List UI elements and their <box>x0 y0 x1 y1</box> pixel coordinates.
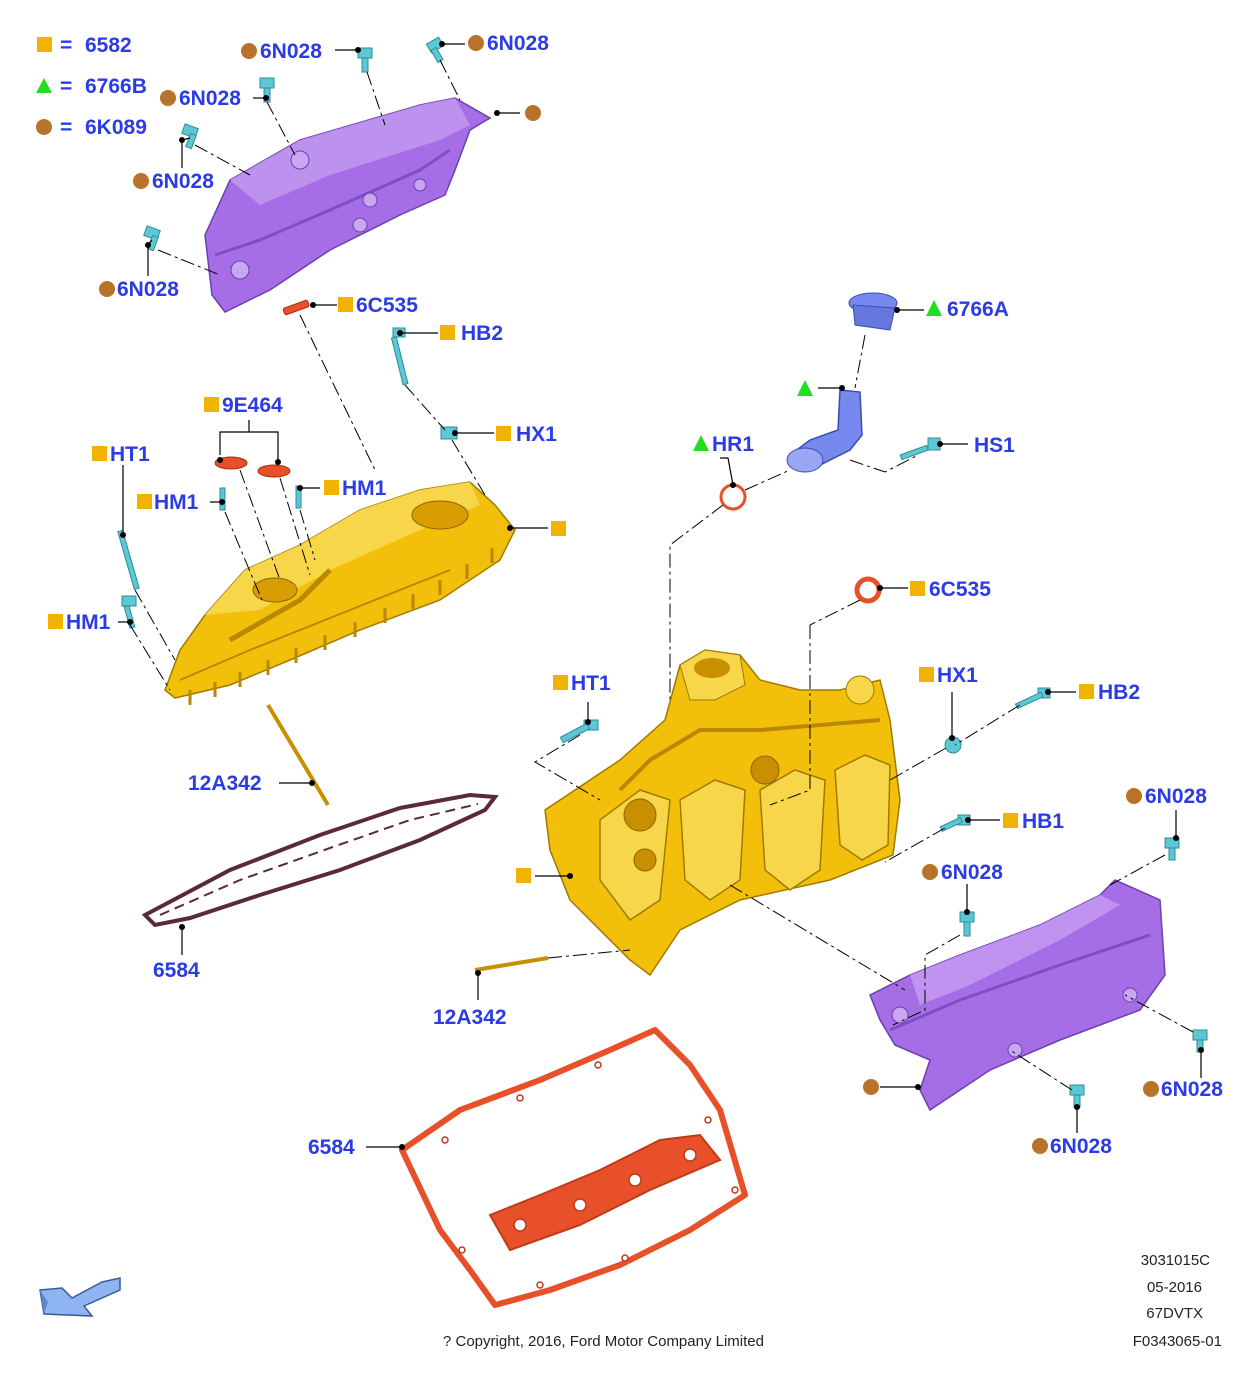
callouts-filler: 6766A HR1 HS1 <box>693 298 1015 457</box>
leaders-upper <box>145 41 520 276</box>
legend-equals: = <box>60 116 72 139</box>
callout-hs1: HS1 <box>974 434 1015 457</box>
legend-triangle-icon <box>36 78 52 93</box>
callout-6766a: 6766A <box>947 298 1009 321</box>
legend-triangle-label: 6766B <box>85 75 147 98</box>
callout-hx1: HX1 <box>937 664 978 687</box>
footer-copyright: ? Copyright, 2016, Ford Motor Company Li… <box>443 1333 764 1350</box>
lower-engine-cover <box>869 879 1166 1112</box>
callout-6n028: 6N028 <box>117 278 179 301</box>
footer-ref-code: 3031015C <box>1141 1252 1210 1269</box>
callouts-left-manifold: 6C535 HB2 HX1 9E464 HT1 HM1 HM1 HM1 12A3… <box>48 294 566 795</box>
legend-circle-label: 6K089 <box>85 116 147 139</box>
callouts-upper: 6N028 6N028 6N028 6N028 6N028 <box>99 32 549 301</box>
oil-filler-assembly <box>669 292 968 800</box>
upper-intake-manifold-left <box>164 481 516 705</box>
callout-hb2: HB2 <box>1098 681 1140 704</box>
callout-hm1: HM1 <box>342 477 387 500</box>
callout-6584: 6584 <box>153 959 200 982</box>
legend-circle-icon <box>36 119 52 135</box>
callout-6c535: 6C535 <box>356 294 418 317</box>
legend-square-label: 6582 <box>85 34 132 57</box>
callout-hr1: HR1 <box>712 433 754 456</box>
callout-12a342: 12A342 <box>188 772 262 795</box>
callout-6n028: 6N028 <box>1161 1078 1223 1101</box>
callout-12a342: 12A342 <box>433 1006 507 1029</box>
callout-6n028: 6N028 <box>179 87 241 110</box>
gasket-right: 6584 <box>308 1027 748 1308</box>
footer: 3031015C 05-2016 67DVTX F0343065-01 ? Co… <box>443 1252 1222 1350</box>
callout-hb2: HB2 <box>461 322 503 345</box>
callout-6n028: 6N028 <box>1050 1135 1112 1158</box>
callout-6n028: 6N028 <box>260 40 322 63</box>
callout-hm1: HM1 <box>66 611 111 634</box>
upper-engine-cover <box>204 97 492 313</box>
leaders-left-manifold <box>118 302 548 786</box>
callout-ht1: HT1 <box>110 443 150 466</box>
callout-6n028: 6N028 <box>1145 785 1207 808</box>
callout-ht1: HT1 <box>571 672 611 695</box>
callout-hx1: HX1 <box>516 423 557 446</box>
gasket-left: 6584 <box>141 792 499 982</box>
callout-circle-marker <box>863 1079 879 1095</box>
footer-model-code: 67DVTX <box>1146 1305 1203 1322</box>
callouts-right: 6C535 HT1 HX1 HB2 HB1 6N028 6N028 6N028 … <box>433 578 1223 1158</box>
legend: = 6582 = 6766B = 6K089 <box>36 34 147 139</box>
callout-hb1: HB1 <box>1022 810 1064 833</box>
legend-square-icon <box>37 37 52 52</box>
callout-circle-marker <box>525 105 541 121</box>
callout-6c535: 6C535 <box>929 578 991 601</box>
callout-6n028: 6N028 <box>152 170 214 193</box>
callout-hm1: HM1 <box>154 491 199 514</box>
lower-intake-manifold <box>544 649 901 977</box>
legend-equals: = <box>60 75 72 98</box>
callout-6584: 6584 <box>308 1136 355 1159</box>
leaders-right <box>475 585 1204 1133</box>
legend-equals: = <box>60 34 72 57</box>
callout-square-marker <box>516 868 531 883</box>
callout-6n028: 6N028 <box>487 32 549 55</box>
callout-triangle-marker <box>797 380 813 396</box>
arrow-icon <box>39 1277 121 1317</box>
callout-6n028: 6N028 <box>941 861 1003 884</box>
footer-figure-id: F0343065-01 <box>1133 1333 1222 1350</box>
callout-9e464: 9E464 <box>222 394 283 417</box>
callout-square-marker <box>551 521 566 536</box>
footer-date: 05-2016 <box>1147 1279 1202 1296</box>
small-parts-left <box>117 299 458 807</box>
